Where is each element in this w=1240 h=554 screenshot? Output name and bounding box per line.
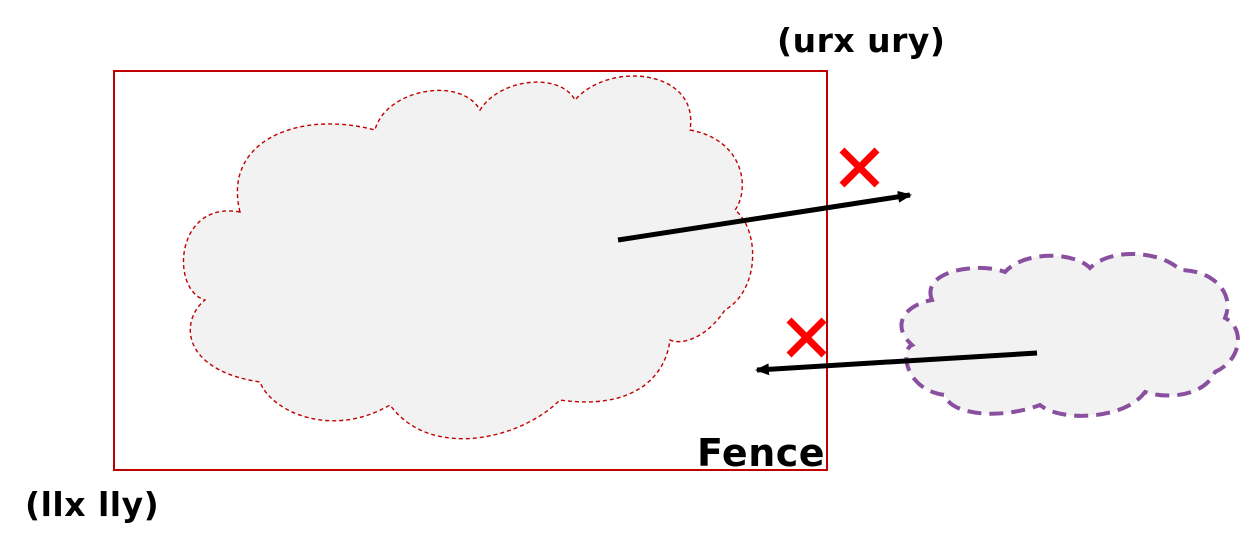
outer-cloud <box>899 251 1240 418</box>
incoming-arrow <box>755 350 1038 376</box>
fence-label: Fence <box>697 431 826 475</box>
upper-right-corner-label: (urx ury) <box>777 21 946 60</box>
inner-cloud <box>182 75 754 440</box>
cross-icon <box>839 147 880 188</box>
outer-cloud-shape <box>899 251 1240 418</box>
outgoing-arrow <box>617 190 912 243</box>
cross-icon <box>786 317 827 358</box>
fence-rectangle <box>113 70 828 471</box>
inner-cloud-shape <box>182 75 754 440</box>
lower-left-corner-label: (llx lly) <box>25 485 160 524</box>
